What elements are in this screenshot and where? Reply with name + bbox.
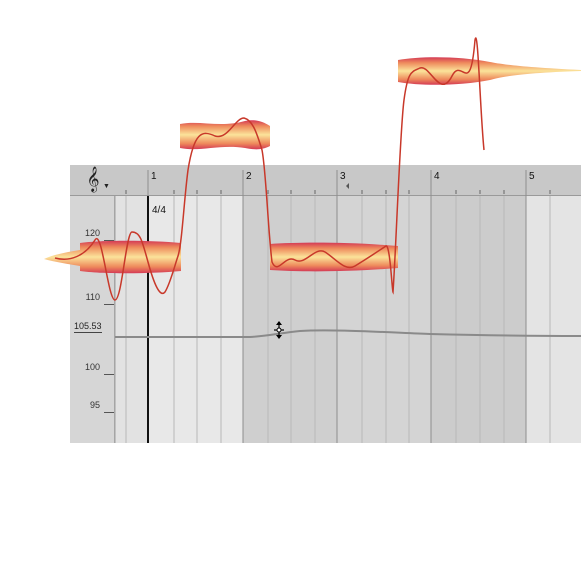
bar-5-region [526,196,581,443]
treble-clef-icon[interactable]: 𝄞 [86,167,100,192]
tempo-tick-line [104,240,114,241]
ruler-marker-icon[interactable] [346,183,349,189]
tempo-tick-110: 110 [85,292,100,302]
bar-ruler[interactable]: 𝄞 ▼ 1 2 3 4 5 [70,165,581,196]
bar-1-region [148,196,243,443]
bar-number-2[interactable]: 2 [246,171,252,182]
tempo-editor[interactable]: 𝄞 ▼ 1 2 3 4 5 120 110 100 95 105.53 4/4 [70,165,581,443]
bar-lines [147,170,527,443]
bar-number-4[interactable]: 4 [434,171,440,182]
time-signature: 4/4 [152,205,166,216]
current-tempo-value: 105.53 [74,321,102,333]
pitch-curve [54,37,485,301]
tempo-tick-120: 120 [84,228,100,238]
note-blob[interactable] [270,242,398,272]
pre-bar-region [115,196,148,443]
ruler-ticks [125,190,551,194]
bar-3-region [337,196,431,443]
bar-4-region [431,196,526,443]
bar-number-5[interactable]: 5 [529,171,535,182]
beat-grid [125,196,551,443]
note-blob[interactable] [398,57,581,85]
note-blob[interactable] [44,240,181,274]
bar-number-3[interactable]: 3 [340,171,346,182]
tempo-scale: 120 110 100 95 [70,196,115,443]
resize-vertical-cursor-icon [274,321,284,339]
bar-2-region [243,196,337,443]
tempo-curve[interactable] [115,329,581,338]
tempo-tick-line [104,374,114,375]
tempo-tick-line [104,304,114,305]
tempo-tick-100: 100 [84,362,100,372]
chevron-down-icon[interactable]: ▼ [103,183,110,190]
bar-number-1[interactable]: 1 [151,171,157,182]
tempo-tick-line [104,412,114,413]
tempo-tick-95: 95 [89,400,100,410]
tempo-lane[interactable] [115,196,581,443]
